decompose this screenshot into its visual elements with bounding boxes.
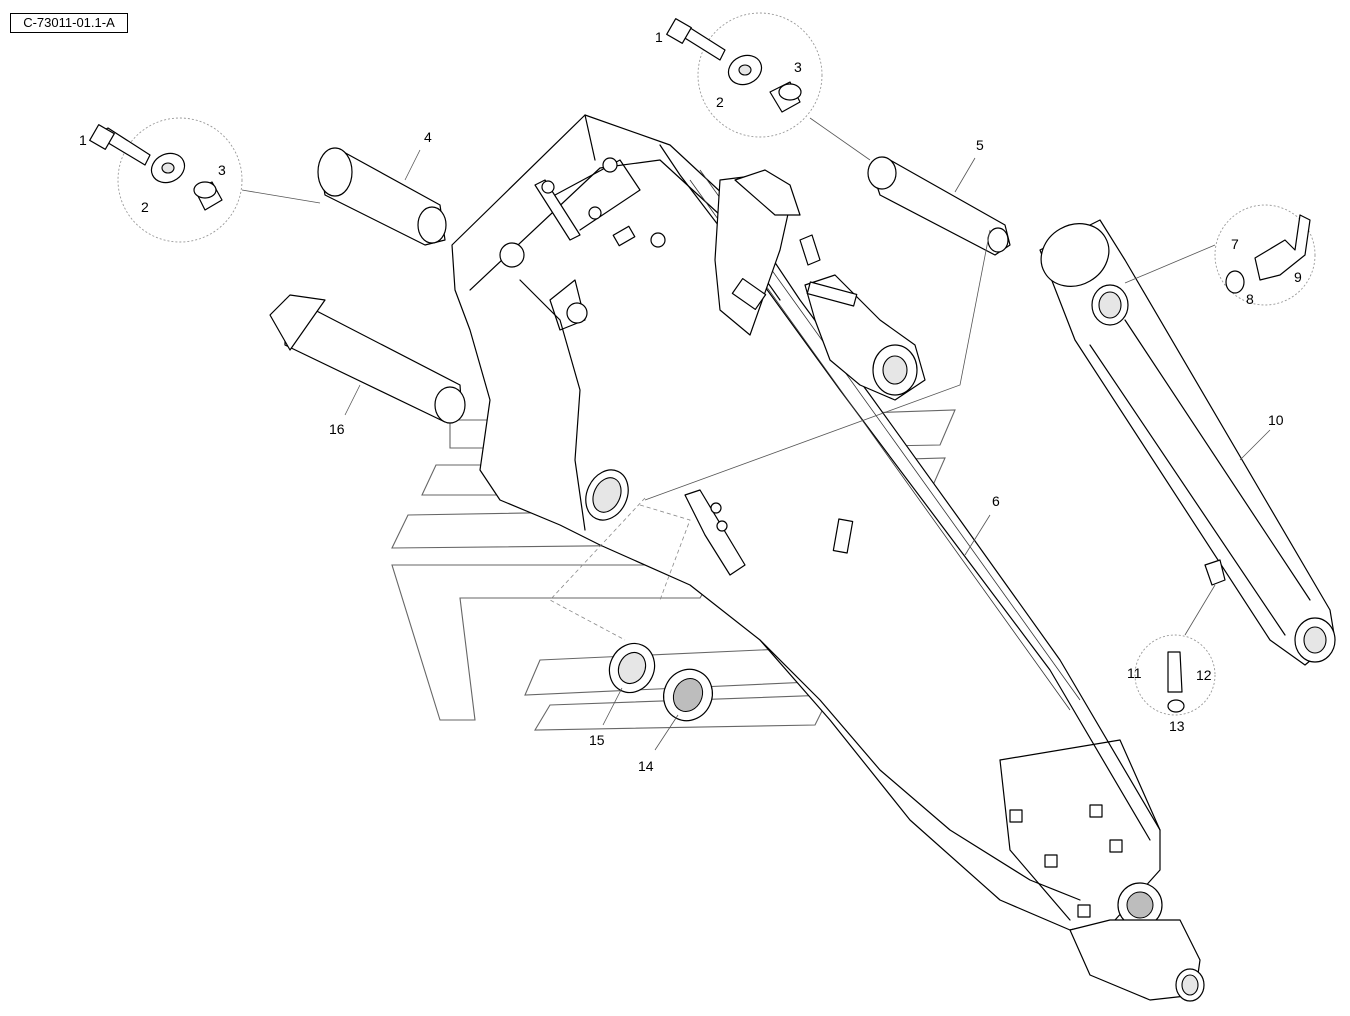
callout-8: 8 bbox=[1246, 291, 1254, 307]
callout-9: 9 bbox=[1294, 269, 1302, 285]
callout-10: 10 bbox=[1268, 412, 1284, 428]
callout-6: 6 bbox=[992, 493, 1000, 509]
part-5-pin bbox=[867, 156, 1011, 256]
callout-4: 4 bbox=[424, 129, 432, 145]
callout-13: 13 bbox=[1169, 718, 1185, 734]
callout-1-left: 1 bbox=[79, 132, 87, 148]
callout-7: 7 bbox=[1231, 236, 1239, 252]
hardware-detail-fitting-right bbox=[1214, 204, 1316, 306]
callout-3-left: 3 bbox=[218, 162, 226, 178]
callout-2-top: 2 bbox=[716, 94, 724, 110]
part-16-long-pin bbox=[269, 294, 466, 424]
hardware-detail-top bbox=[666, 12, 823, 138]
callout-15: 15 bbox=[589, 732, 605, 748]
figure-reference-label: C-73011-01.1-A bbox=[10, 13, 128, 33]
main-arm bbox=[451, 114, 1205, 1002]
part-14-seal bbox=[663, 668, 713, 722]
leader-lines bbox=[241, 117, 1271, 751]
callout-16: 16 bbox=[329, 421, 345, 437]
part-15-seal bbox=[608, 642, 656, 694]
callout-11: 11 bbox=[1127, 665, 1142, 681]
callout-1-top: 1 bbox=[655, 29, 663, 45]
callout-3-top: 3 bbox=[794, 59, 802, 75]
callout-5: 5 bbox=[976, 137, 984, 153]
hardware-detail-left bbox=[89, 117, 243, 243]
hardware-detail-fitting-lower bbox=[1134, 634, 1216, 716]
callout-14: 14 bbox=[638, 758, 654, 774]
callout-2-left: 2 bbox=[141, 199, 149, 215]
part-10-hydraulic-cylinder bbox=[1039, 219, 1336, 666]
callout-12: 12 bbox=[1196, 667, 1212, 683]
part-4-pin bbox=[317, 147, 447, 246]
callout-labels: 1 2 3 4 1 2 3 5 6 7 8 9 10 11 12 13 14 1… bbox=[79, 29, 1302, 774]
